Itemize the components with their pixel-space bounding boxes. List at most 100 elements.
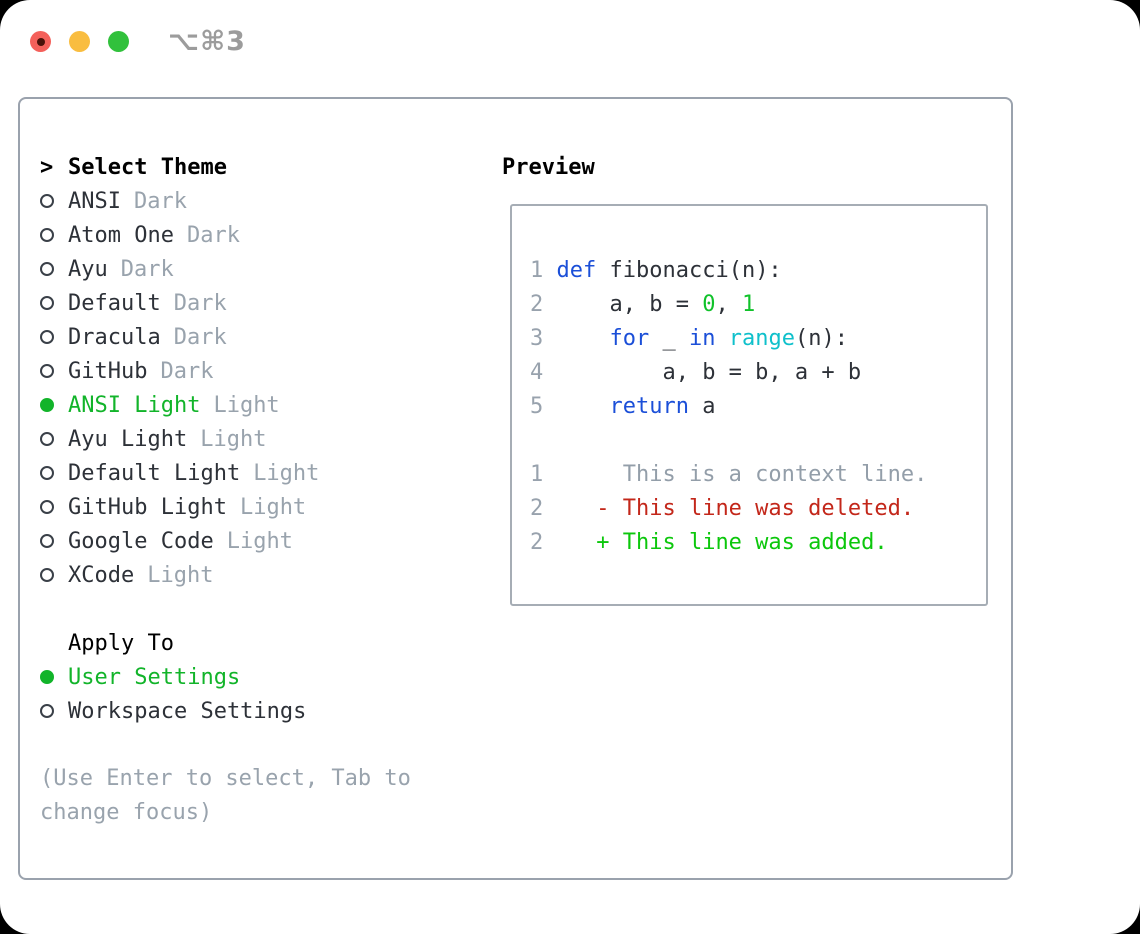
theme-variant: Light bbox=[147, 562, 214, 588]
theme-option-google-code-light[interactable]: Google Code Light bbox=[40, 524, 485, 558]
code-token: a, b = b, a + b bbox=[556, 359, 862, 385]
theme-selector-panel: > Select Theme ANSI Dark Atom One Dark A… bbox=[18, 97, 1013, 880]
line-number: 1 bbox=[530, 257, 557, 283]
radio-icon bbox=[40, 262, 68, 276]
line-number: 2 bbox=[530, 529, 557, 555]
code-token: a, b = bbox=[556, 291, 703, 317]
close-button[interactable] bbox=[30, 31, 51, 52]
theme-name: Atom One bbox=[68, 222, 174, 248]
theme-name: GitHub Light bbox=[68, 494, 227, 520]
theme-name: Default bbox=[68, 290, 161, 316]
radio-selected-icon bbox=[40, 670, 68, 684]
theme-name: XCode bbox=[68, 562, 135, 588]
preview-pane: 1 def fibonacci(n): 2 a, b = 0, 1 3 for … bbox=[510, 204, 988, 606]
line-number: 5 bbox=[530, 393, 557, 419]
radio-icon bbox=[40, 500, 68, 514]
code-line: 5 return a bbox=[530, 389, 986, 423]
diff-context-line: 1 This is a context line. bbox=[530, 457, 986, 491]
line-number: 2 bbox=[530, 291, 557, 317]
code-token-number: 1 bbox=[741, 291, 756, 317]
code-token-keyword: return bbox=[609, 393, 689, 419]
theme-option-default-light[interactable]: Default Light Light bbox=[40, 456, 485, 490]
theme-name: Dracula bbox=[68, 324, 161, 350]
line-number: 4 bbox=[530, 359, 557, 385]
theme-option-ayu-dark[interactable]: Ayu Dark bbox=[40, 252, 485, 286]
code-token: _ bbox=[649, 325, 689, 351]
theme-variant: Light bbox=[226, 528, 293, 554]
apply-option-user-settings[interactable]: User Settings bbox=[40, 660, 485, 694]
apply-option-label: User Settings bbox=[68, 664, 241, 690]
theme-name: Ayu bbox=[68, 256, 108, 282]
apply-to-header-label: Apply To bbox=[68, 630, 174, 656]
context-text: This is a context line. bbox=[556, 461, 928, 487]
radio-icon bbox=[40, 330, 68, 344]
theme-variant: Light bbox=[200, 426, 267, 452]
window-title: ⌥⌘3 bbox=[168, 26, 246, 57]
radio-icon bbox=[40, 466, 68, 480]
apply-option-workspace-settings[interactable]: Workspace Settings bbox=[40, 694, 485, 728]
radio-icon bbox=[40, 534, 68, 548]
theme-option-github-light[interactable]: GitHub Light Light bbox=[40, 490, 485, 524]
radio-icon bbox=[40, 194, 68, 208]
theme-variant: Light bbox=[213, 392, 280, 418]
apply-option-label: Workspace Settings bbox=[68, 698, 307, 724]
keyboard-hint-text: (Use Enter to select, Tab to change focu… bbox=[40, 766, 411, 825]
radio-icon bbox=[40, 364, 68, 378]
theme-option-dracula-dark[interactable]: Dracula Dark bbox=[40, 320, 485, 354]
theme-name: GitHub bbox=[68, 358, 148, 384]
theme-option-atom-one-dark[interactable]: Atom One Dark bbox=[40, 218, 485, 252]
minimize-button[interactable] bbox=[69, 31, 90, 52]
code-line: 3 for _ in range(n): bbox=[530, 321, 986, 355]
theme-variant: Dark bbox=[120, 256, 174, 282]
theme-variant: Dark bbox=[160, 358, 214, 384]
code-token bbox=[715, 326, 728, 351]
select-theme-header: > Select Theme bbox=[40, 150, 485, 184]
code-token: , bbox=[715, 291, 742, 317]
diff-deleted-line: 2 - This line was deleted. bbox=[530, 491, 986, 525]
theme-option-default-dark[interactable]: Default Dark bbox=[40, 286, 485, 320]
theme-variant: Dark bbox=[186, 222, 240, 248]
deleted-text: - This line was deleted. bbox=[556, 495, 915, 521]
code-token-builtin: range bbox=[728, 325, 795, 351]
theme-option-xcode-light[interactable]: XCode Light bbox=[40, 558, 485, 592]
radio-icon bbox=[40, 704, 68, 718]
theme-option-ansi-dark[interactable]: ANSI Dark bbox=[40, 184, 485, 218]
theme-variant: Dark bbox=[133, 188, 187, 214]
theme-name: Default Light bbox=[68, 460, 241, 486]
theme-name: Ayu Light bbox=[68, 426, 188, 452]
code-token: a bbox=[688, 393, 716, 419]
diff-added-line: 2 + This line was added. bbox=[530, 525, 986, 559]
radio-icon bbox=[40, 568, 68, 582]
theme-variant: Dark bbox=[173, 290, 227, 316]
code-token bbox=[557, 394, 610, 419]
theme-name: Google Code bbox=[68, 528, 214, 554]
code-token-number: 0 bbox=[702, 291, 716, 317]
theme-option-ansi-light[interactable]: ANSI Light Light bbox=[40, 388, 485, 422]
code-token-keyword: in bbox=[688, 325, 716, 351]
preview-header: Preview bbox=[502, 154, 595, 180]
traffic-lights bbox=[30, 31, 129, 52]
theme-name: ANSI Light bbox=[68, 392, 201, 418]
theme-option-ayu-light[interactable]: Ayu Light Light bbox=[40, 422, 485, 456]
theme-variant: Light bbox=[239, 494, 307, 520]
radio-icon bbox=[40, 432, 68, 446]
code-token bbox=[557, 326, 610, 351]
line-number: 3 bbox=[530, 325, 557, 351]
code-line: 2 a, b = 0, 1 bbox=[530, 287, 986, 321]
blank-line bbox=[530, 423, 986, 457]
theme-name: ANSI bbox=[68, 188, 121, 214]
code-token: fibonacci(n): bbox=[596, 257, 782, 283]
radio-icon bbox=[40, 296, 68, 310]
line-number: 1 bbox=[530, 461, 557, 487]
prompt-icon: > bbox=[40, 154, 54, 180]
code-token: (n): bbox=[794, 325, 848, 351]
added-text: + This line was added. bbox=[556, 529, 888, 555]
zoom-button[interactable] bbox=[108, 31, 129, 52]
apply-to-header: Apply To bbox=[40, 626, 485, 660]
title-bar: ⌥⌘3 bbox=[30, 26, 246, 57]
theme-variant: Dark bbox=[173, 324, 227, 350]
radio-icon bbox=[40, 228, 68, 242]
theme-list: > Select Theme ANSI Dark Atom One Dark A… bbox=[40, 150, 485, 830]
theme-option-github-dark[interactable]: GitHub Dark bbox=[40, 354, 485, 388]
